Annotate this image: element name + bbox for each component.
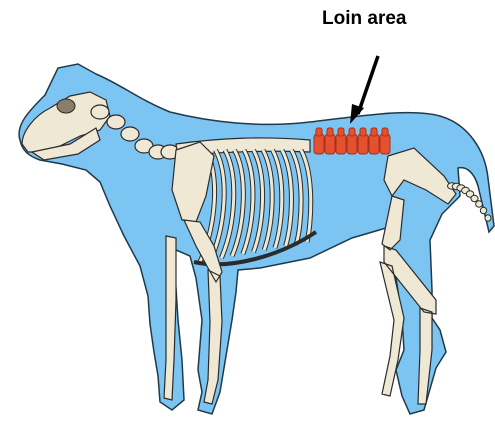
loin-vertebra	[325, 134, 335, 154]
neck-vertebra	[107, 115, 125, 129]
loin-vertebra	[369, 134, 379, 154]
loin-vertebra	[380, 134, 390, 154]
loin-vertebra-process	[360, 128, 366, 136]
tail-vertebra	[480, 207, 486, 213]
tail-vertebra	[485, 215, 491, 221]
loin-vertebra-process	[349, 128, 355, 136]
loin-area-label: Loin area	[322, 8, 406, 30]
loin-vertebra-process	[382, 128, 388, 136]
loin-vertebra-process	[371, 128, 377, 136]
loin-vertebra	[336, 134, 346, 154]
neck-vertebra	[91, 105, 109, 119]
neck-vertebra	[121, 127, 139, 141]
loin-vertebra	[314, 134, 324, 154]
loin-vertebra	[358, 134, 368, 154]
loin-vertebra-process	[316, 128, 322, 136]
tail-vertebra	[476, 201, 483, 207]
loin-vertebra-process	[327, 128, 333, 136]
loin-vertebra	[347, 134, 357, 154]
eye-socket	[57, 99, 75, 113]
loin-vertebra-process	[338, 128, 344, 136]
annotation-arrow-shaft	[358, 56, 378, 114]
